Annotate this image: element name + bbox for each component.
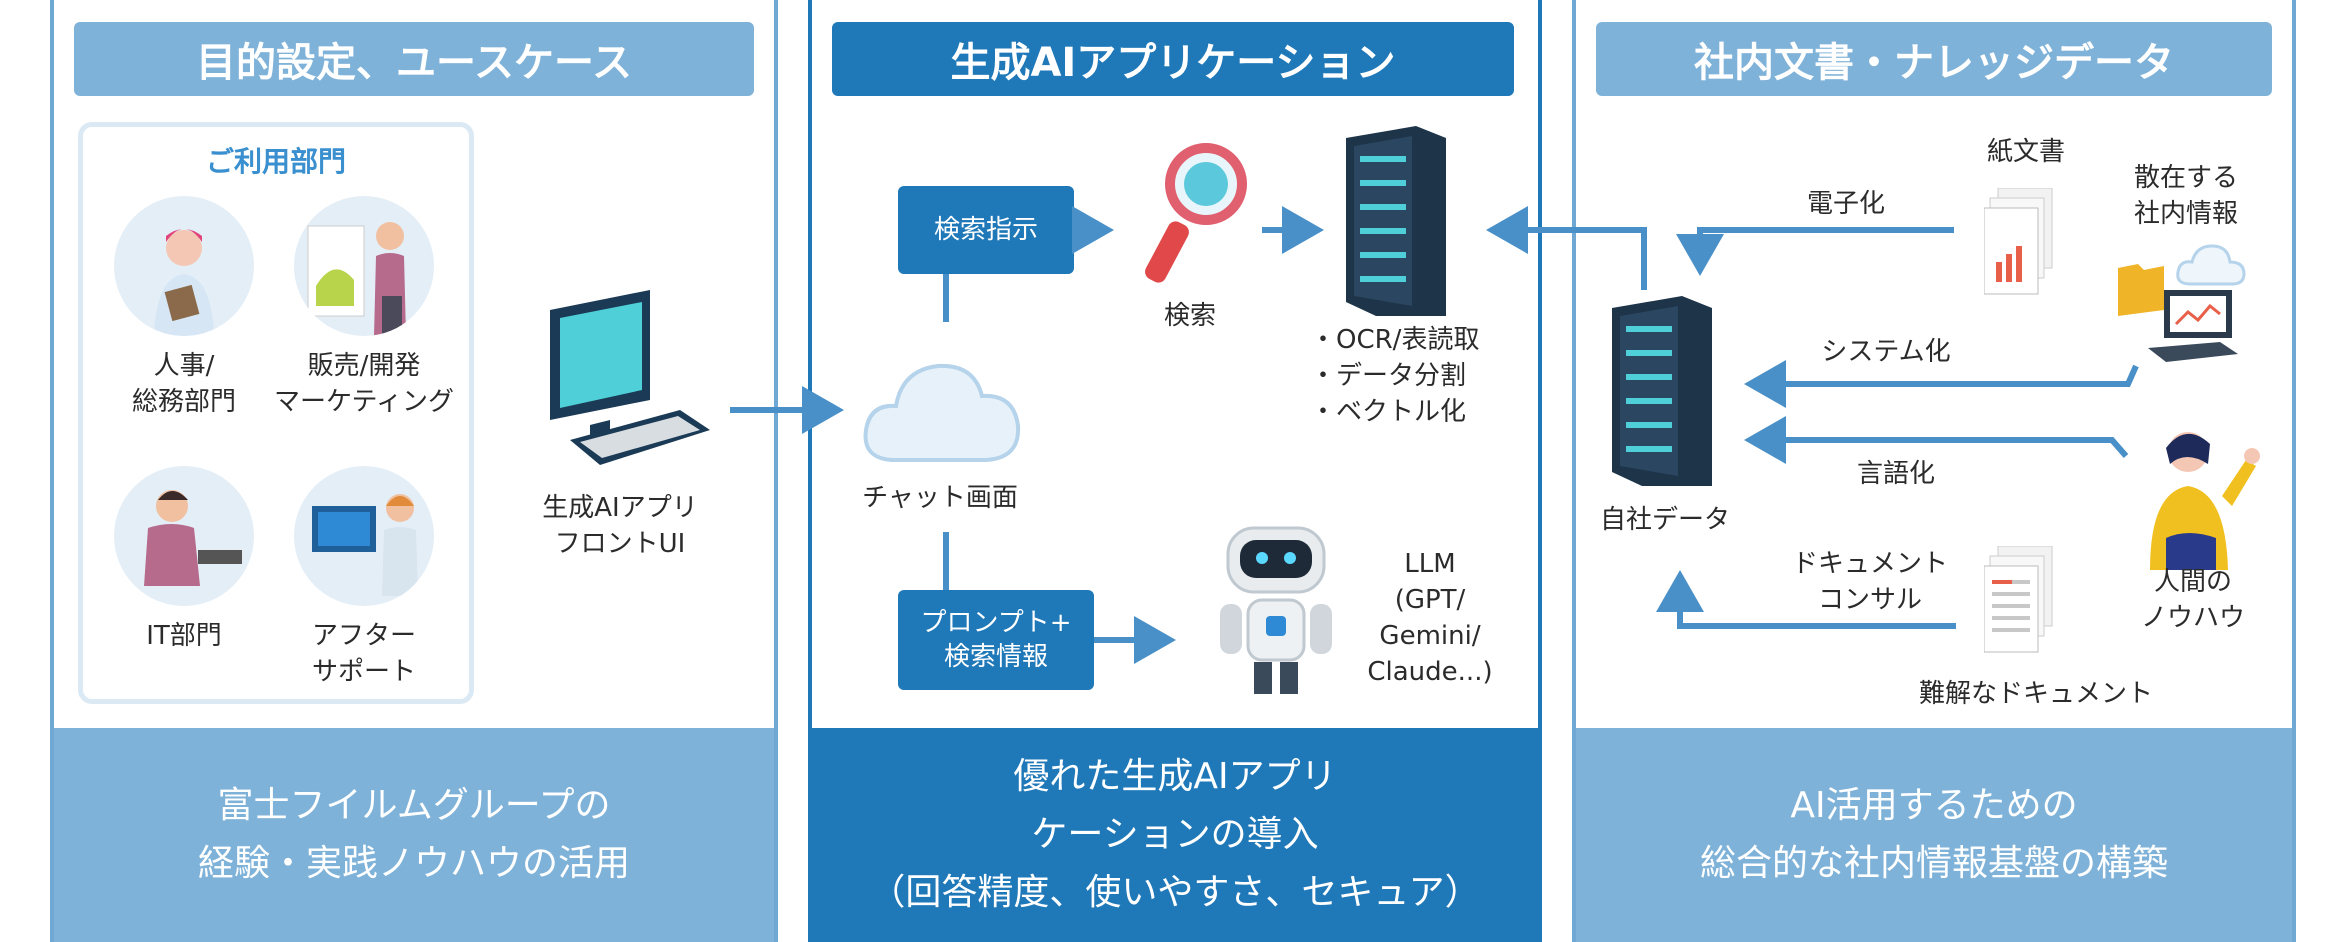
dept-label-support: アフター サポート xyxy=(284,618,444,690)
chat-label: チャット画面 xyxy=(862,483,1018,513)
panel-genai-footer: 優れた生成AIアプリ ケーションの導入 （回答精度、使いやすさ、セキュア） xyxy=(812,728,1538,942)
scattered-label: 散在する 社内情報 xyxy=(2116,160,2256,232)
footer-line: 経験・実践ノウハウの活用 xyxy=(197,843,630,884)
footer-line: （回答精度、使いやすさ、セキュア） xyxy=(869,872,1481,913)
arrow-doc-consult xyxy=(1656,570,1956,629)
box-line: プロンプト+ xyxy=(920,608,1072,638)
laptop-icon xyxy=(2148,290,2238,362)
box-line: 検索情報 xyxy=(943,642,1048,672)
llm-line: LLM xyxy=(1404,549,1456,579)
robot-icon xyxy=(1220,526,1332,694)
hr-person-icon xyxy=(114,196,254,336)
footer-line: 優れた生成AIアプリ xyxy=(1013,756,1337,797)
doc-consult-label: ドキュメント コンサル xyxy=(1760,546,1980,618)
panel-knowledge-footer: AI活用するための 総合的な社内情報基盤の構築 xyxy=(1576,728,2292,942)
llm-line: (GPT/ xyxy=(1394,585,1466,615)
person-icon xyxy=(2150,432,2260,570)
dept-label-it: IT部門 xyxy=(104,618,264,654)
label-line: コンサル xyxy=(1817,585,1922,615)
it-person-icon xyxy=(114,466,254,606)
label-line: ノウハウ xyxy=(2140,603,2245,633)
label-line: 散在する xyxy=(2133,163,2238,193)
departments-heading: ご利用部門 xyxy=(205,145,346,178)
label-line: 販売/開発 xyxy=(307,351,421,381)
own-data-label: 自社データ xyxy=(1599,505,1730,535)
label-line: フロントUI xyxy=(554,529,686,559)
label-line: 人事/ xyxy=(153,351,215,381)
folder-icon xyxy=(2118,264,2164,316)
server-icon xyxy=(1346,126,1446,316)
footer-line: 総合的な社内情報基盤の構築 xyxy=(1699,843,2168,884)
difficult-document-icon xyxy=(1984,546,2053,653)
panel-purpose: 富士フイルムグループの 経験・実践ノウハウの活用 xyxy=(50,0,778,942)
label-line: IT部門 xyxy=(146,621,222,651)
support-person-icon xyxy=(294,466,434,606)
label-line: 生成AIアプリ xyxy=(542,493,698,523)
note-line: ・ベクトル化 xyxy=(1310,397,1467,427)
difficult-docs-label: 難解なドキュメント xyxy=(1918,679,2153,709)
prompt-box: プロンプト+ 検索情報 xyxy=(898,590,1094,690)
arrow-verbalize xyxy=(1744,416,2129,464)
panel-title-genai: 生成AIアプリケーション xyxy=(832,22,1514,96)
small-cloud-icon xyxy=(2176,244,2246,286)
cloud-icon xyxy=(863,363,1021,462)
search-instruction-box: 検索指示 xyxy=(898,186,1074,274)
panel-title-purpose: 目的設定、ユースケース xyxy=(74,22,754,96)
magnifier-icon xyxy=(1145,143,1247,283)
human-knowhow-label: 人間の ノウハウ xyxy=(2128,564,2258,636)
systemize-label: システム化 xyxy=(1821,337,1951,367)
panel-genai-app: 優れた生成AIアプリ ケーションの導入 （回答精度、使いやすさ、セキュア） xyxy=(808,0,1542,942)
frontend-label: 生成AIアプリ フロントUI xyxy=(520,490,720,562)
note-line: ・OCR/表読取 xyxy=(1310,325,1480,355)
panel-knowledge: AI活用するための 総合的な社内情報基盤の構築 xyxy=(1572,0,2296,942)
arrow-systemize xyxy=(1744,360,2139,408)
sales-person-icon xyxy=(294,196,434,336)
verbalize-label: 言語化 xyxy=(1856,459,1935,489)
panel-title-knowledge: 社内文書・ナレッジデータ xyxy=(1596,22,2272,96)
departments-box xyxy=(78,122,474,704)
server-notes: ・OCR/表読取 ・データ分割 ・ベクトル化 xyxy=(1310,322,1510,430)
llm-line: Gemini/ xyxy=(1379,621,1481,651)
dept-label-sales: 販売/開発 マーケティング xyxy=(268,348,460,420)
footer-line: 富士フイルムグループの xyxy=(217,785,611,826)
llm-label: LLM (GPT/ Gemini/ Claude...) xyxy=(1350,546,1510,690)
label-line: アフター xyxy=(311,621,416,651)
label-line: 人間の xyxy=(2153,567,2232,597)
digitize-label: 電子化 xyxy=(1806,189,1885,219)
own-data-server-icon xyxy=(1612,296,1712,486)
computer-icon xyxy=(550,290,710,465)
arrow-owndata-to-server xyxy=(1486,206,1647,290)
footer-line: ケーションの導入 xyxy=(1031,814,1319,855)
dept-label-hr: 人事/ 総務部門 xyxy=(104,348,264,420)
document-icon xyxy=(1984,188,2053,295)
llm-line: Claude...) xyxy=(1367,657,1493,687)
note-line: ・データ分割 xyxy=(1310,361,1467,391)
search-label: 検索 xyxy=(1163,301,1216,331)
label-line: サポート xyxy=(311,657,416,687)
label-line: 社内情報 xyxy=(2133,199,2238,229)
label-line: 総務部門 xyxy=(131,387,236,417)
panel-purpose-footer: 富士フイルムグループの 経験・実践ノウハウの活用 xyxy=(54,728,774,942)
footer-line: AI活用するための xyxy=(1790,785,2078,826)
arrow-digitize xyxy=(1676,227,1954,276)
label-line: マーケティング xyxy=(274,387,454,417)
paper-docs-label: 紙文書 xyxy=(1986,137,2065,167)
label-line: ドキュメント xyxy=(1791,549,1948,579)
